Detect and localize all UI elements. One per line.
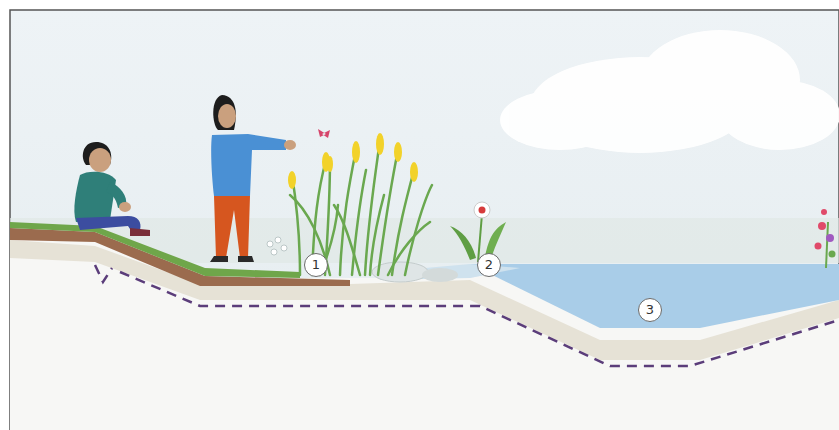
cloud (500, 30, 839, 153)
edge-flowers (815, 209, 836, 268)
callout-number: 1 (304, 253, 328, 277)
callout-number: 3 (638, 298, 662, 322)
grass (10, 222, 300, 278)
seated-person (74, 142, 150, 236)
marginal-plant (450, 202, 506, 262)
standing-person (210, 95, 296, 262)
callout-number: 2 (477, 253, 501, 277)
pond-liner (95, 265, 839, 366)
yellow-flowers (288, 133, 418, 189)
sky (10, 10, 839, 430)
pond-water (470, 264, 839, 328)
